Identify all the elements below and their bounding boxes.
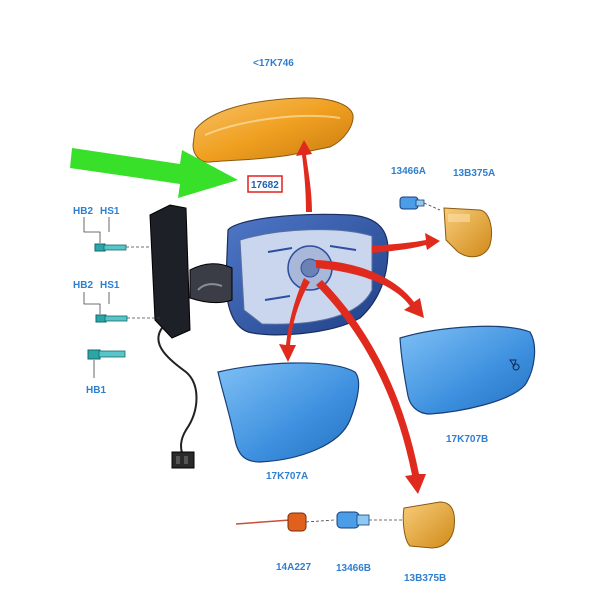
label-glass-right: 17K707B [446,434,488,445]
bulb-top [399,196,441,211]
label-wire: 14A227 [276,562,311,573]
screw-hb1 [87,349,126,360]
red-explode-arrows [279,140,440,494]
mirror-glass-right [399,325,536,415]
label-hb1: HB1 [86,385,106,396]
screw-hb2-mid [95,314,128,323]
arrow-to-lamp-top [372,233,440,253]
lamp-bottom [402,501,455,549]
label-lamp-bottom: 13B375B [404,573,446,584]
mirror-base [149,204,233,339]
label-housing: 17682 [251,180,279,191]
label-bulb-top: 13466A [391,166,426,177]
screw-hb2-top [94,243,127,252]
mirror-cap [192,97,354,163]
green-indicator-arrow [70,148,238,198]
label-hs1-mid: HS1 [100,280,120,291]
label-glass-left: 17K707A [266,471,308,482]
arrow-to-glass-right [316,260,424,318]
mirror-glass-left [217,362,360,463]
wire-14a227 [235,512,335,532]
label-lamp-top: 13B375A [453,168,495,179]
label-hb2-mid: HB2 [73,280,93,291]
label-bulb-bottom: 13466B [336,563,371,574]
arrow-to-lamp-bottom [316,280,426,494]
lamp-top [443,207,493,258]
label-hb2-top: HB2 [73,206,93,217]
label-cap: <17K746 [253,58,294,69]
bulb-bottom [336,511,402,529]
housing-label-box [247,175,283,193]
arrow-to-glass-left [279,278,310,362]
label-hs1-top: HS1 [100,206,120,217]
screw-leader-lines [83,217,160,378]
arrow-to-cap [296,140,312,212]
wiring-harness [157,327,198,469]
